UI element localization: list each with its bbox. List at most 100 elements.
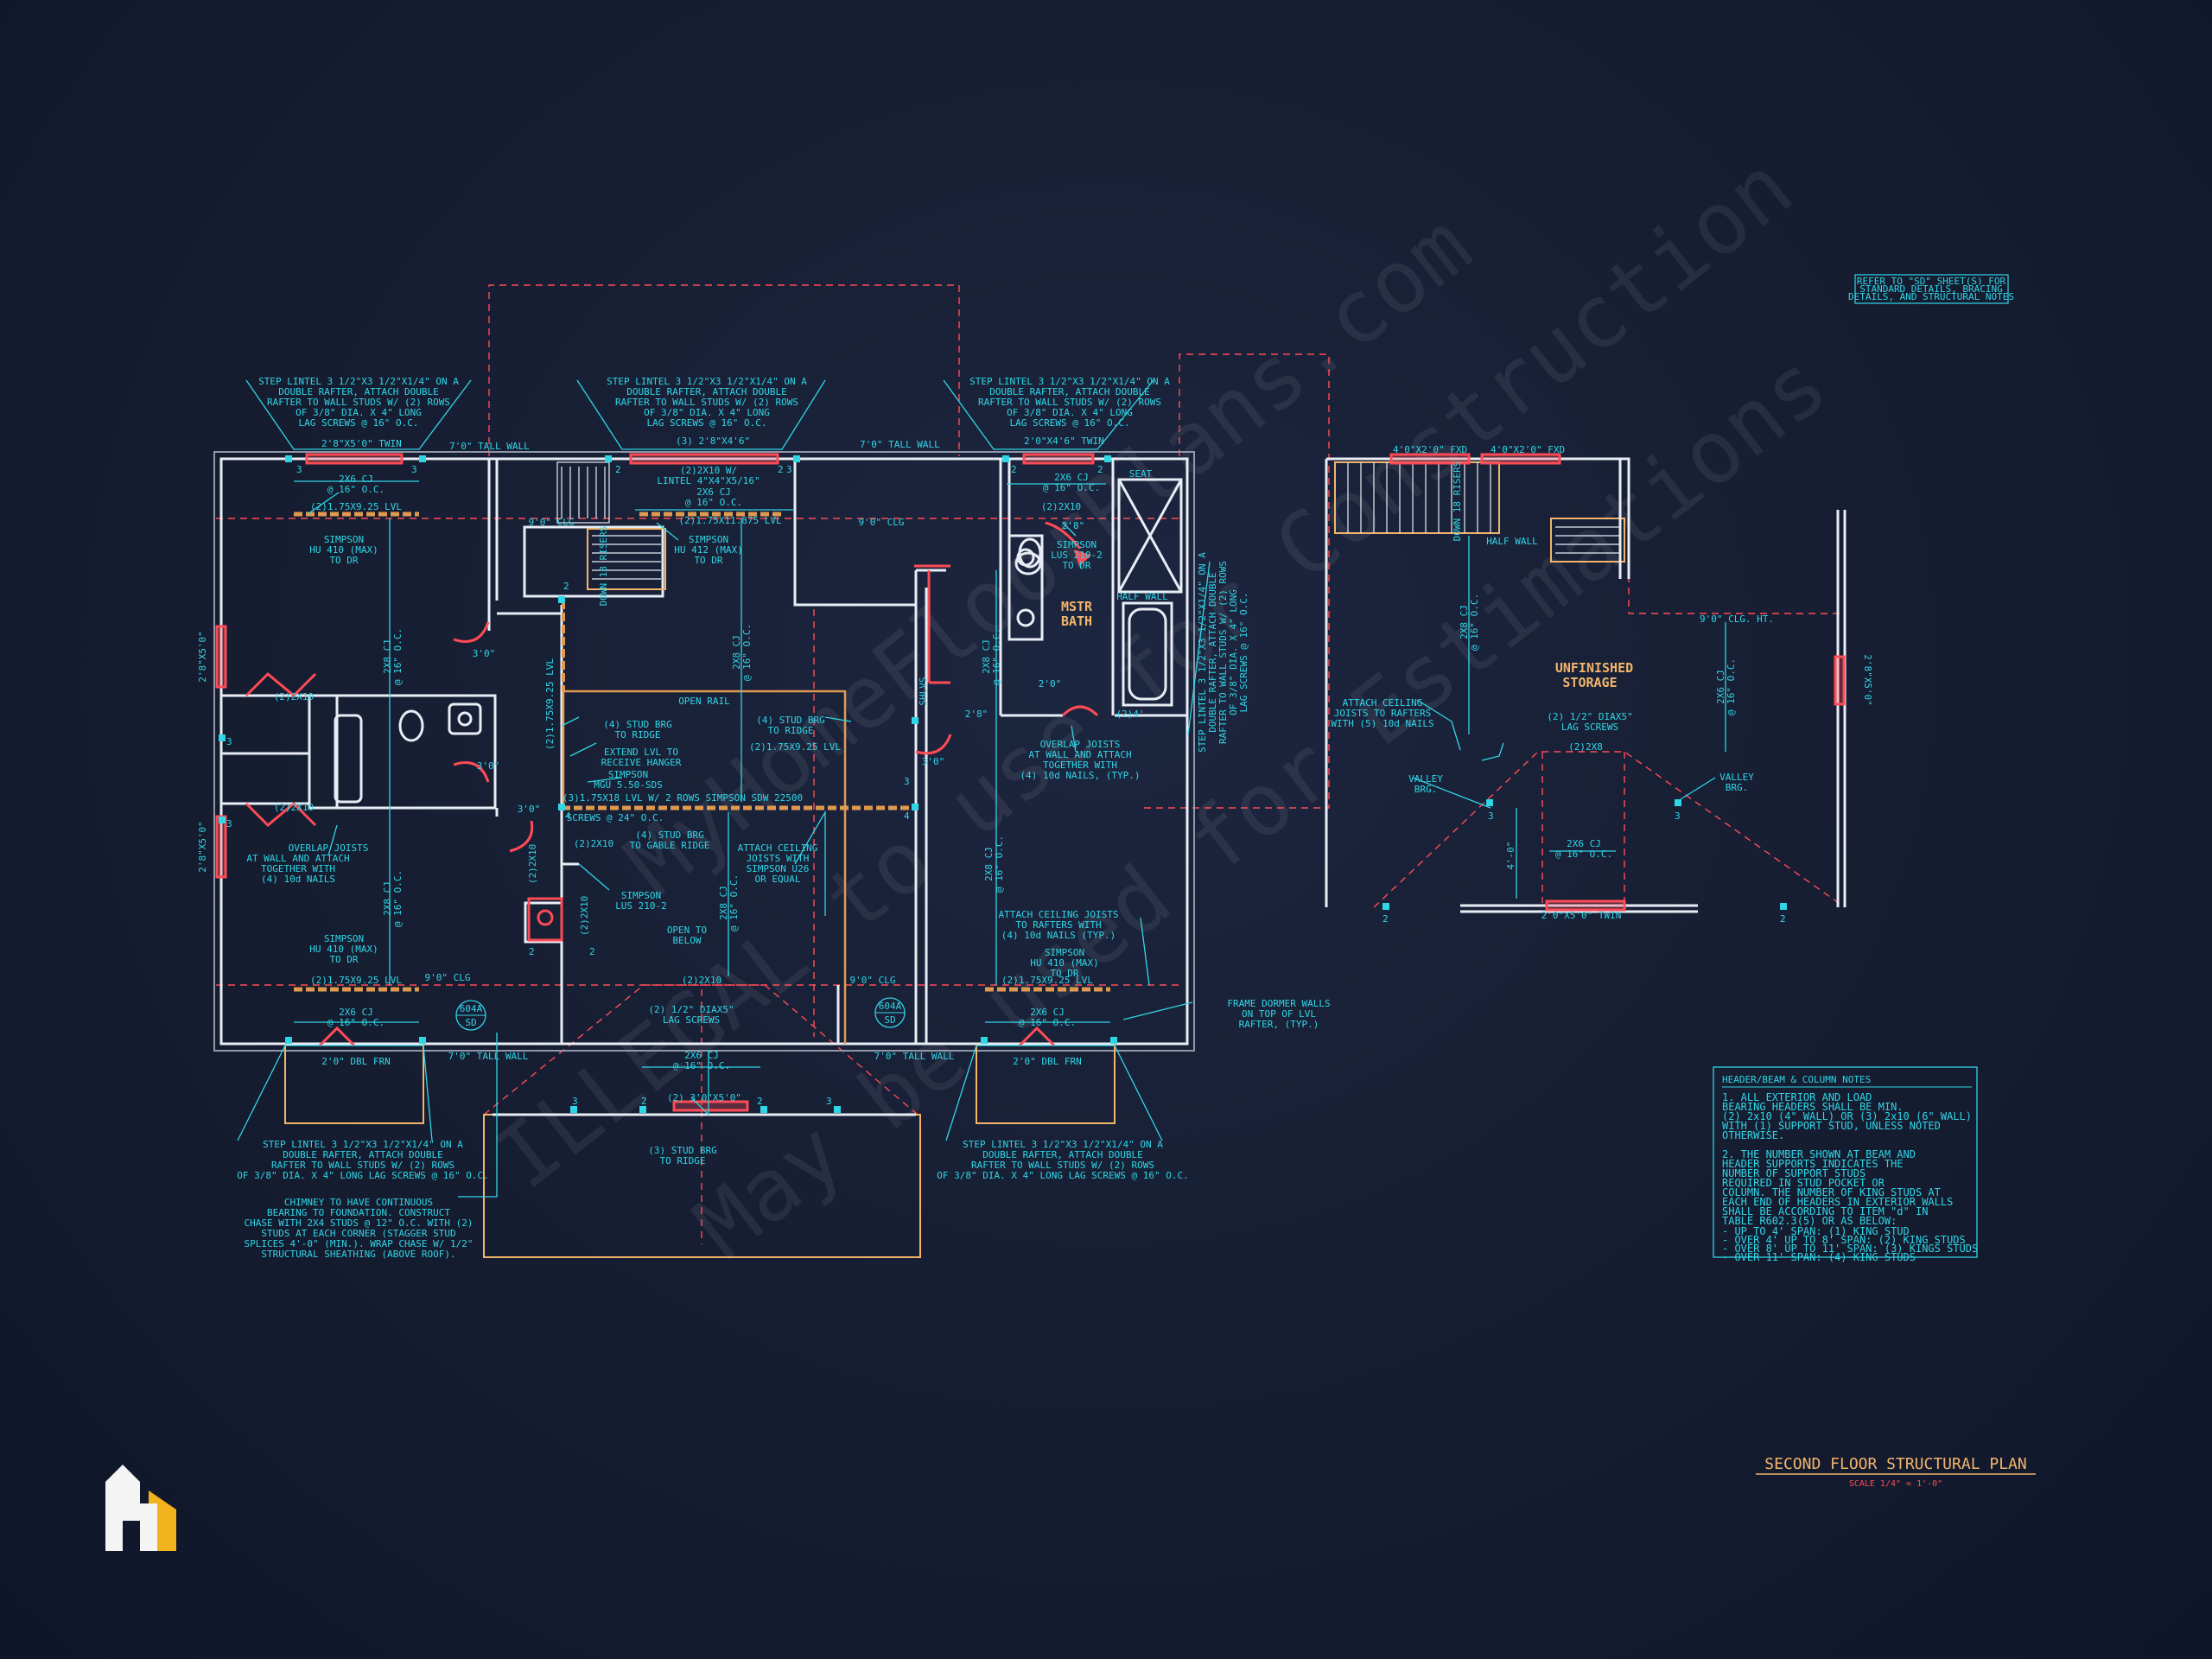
svg-text:(2)1.75X9.25 LVL: (2)1.75X9.25 LVL [1001,975,1093,986]
svg-text:WITH (5) 10d NAILS: WITH (5) 10d NAILS [1331,718,1433,729]
svg-text:@ 16" O.C.: @ 16" O.C. [1043,482,1100,493]
house-logo-icon [105,1465,176,1551]
svg-text:(3)1.75X18 LVL W/ 2 ROWS SIMPS: (3)1.75X18 LVL W/ 2 ROWS SIMPSON SDW 225… [563,792,803,804]
svg-text:STEP LINTEL 3 1/2"X3 1/2"X1/4": STEP LINTEL 3 1/2"X3 1/2"X1/4" ON A [258,376,459,387]
svg-text:AT WALL AND ATTACH: AT WALL AND ATTACH [1028,749,1131,760]
svg-text:(2)1.75X11.875 LVL: (2)1.75X11.875 LVL [678,515,782,526]
header-3-label: (3) 2'8"X4'6" [676,435,750,447]
svg-text:- OVER 4' UP TO 8' SPAN: (2) K: - OVER 4' UP TO 8' SPAN: (2) KING STUDS [1722,1234,1966,1246]
svg-text:SPLICES 4'-0" (MIN.). WRAP CHA: SPLICES 4'-0" (MIN.). WRAP CHASE W/ 1/2" [245,1238,474,1249]
svg-text:HALF WALL: HALF WALL [1116,591,1168,602]
svg-text:OVERLAP JOISTS: OVERLAP JOISTS [1040,739,1121,750]
d2210-vert-b: (2)2X10 [579,896,590,936]
svg-text:(2)1.75X9.25 LVL: (2)1.75X9.25 LVL [749,741,841,753]
svg-text:LUS 210-2: LUS 210-2 [1051,550,1103,561]
svg-text:TO DR: TO DR [1062,560,1090,571]
svg-text:FRAME DORMER WALLS: FRAME DORMER WALLS [1227,998,1330,1009]
svg-text:LINTEL 4"X4"X5/16": LINTEL 4"X4"X5/16" [657,475,760,486]
svg-text:BRG.: BRG. [1414,784,1438,795]
plan-title-block: SECOND FLOOR STRUCTURAL PLAN SCALE 1/4" … [1756,1455,2036,1489]
svg-text:STEP LINTEL 3 1/2"X3 1/2"X1/4": STEP LINTEL 3 1/2"X3 1/2"X1/4" ON A [963,1139,1163,1150]
shelves-label: SHLVS [918,677,929,705]
svg-text:CHASE WITH 2X4 STUDS @ 12" O.C: CHASE WITH 2X4 STUDS @ 12" O.C. WITH (2) [245,1217,474,1229]
svg-text:WITH (1) SUPPORT STUD, UNLESS: WITH (1) SUPPORT STUD, UNLESS NOTED [1722,1120,1941,1132]
svg-text:SIMPSON: SIMPSON [324,933,364,944]
cj-2x8-left-top: 2X8 CJ [382,639,393,674]
lintel-callout-bottom-right: STEP LINTEL 3 1/2"X3 1/2"X1/4" ON A DOUB… [937,1139,1188,1181]
svg-text:STRUCTURAL SHEATHING (ABOVE RO: STRUCTURAL SHEATHING (ABOVE ROOF). [261,1249,455,1260]
svg-text:2'0": 2'0" [1039,678,1062,690]
svg-text:(2)2X10: (2)2X10 [574,838,613,849]
tall-wall-center-label: 7'0" TALL WALL [860,439,940,450]
svg-text:@ 16" O.C.: @ 16" O.C. [327,1017,385,1028]
svg-text:2: 2 [563,581,569,592]
lintel-callout-top-center: STEP LINTEL 3 1/2"X3 1/2"X1/4" ON A DOUB… [607,376,807,429]
svg-text:OR EQUAL: OR EQUAL [755,874,801,885]
svg-text:(2)2X10 W/: (2)2X10 W/ [680,465,737,476]
svg-text:7'0" TALL WALL: 7'0" TALL WALL [874,1051,955,1062]
cj-oc-center-top: @ 16" O.C. [741,624,753,681]
d2210-vert-a: (2)2X10 [527,844,538,884]
svg-text:(4) 10d NAILS, (TYP.): (4) 10d NAILS, (TYP.) [1020,770,1140,781]
svg-text:LAG SCREWS @ 16" O.C.: LAG SCREWS @ 16" O.C. [1009,417,1129,429]
svg-text:TO RAFTERS WITH: TO RAFTERS WITH [1015,919,1101,931]
svg-text:OF 3/8" DIA. X 4" LONG: OF 3/8" DIA. X 4" LONG [1007,407,1133,418]
svg-text:LAG SCREWS @ 16" O.C.: LAG SCREWS @ 16" O.C. [1238,592,1249,712]
cj-2x8-storage: 2X8 CJ [1459,605,1470,639]
svg-text:SIMPSON: SIMPSON [689,534,728,545]
svg-text:RAFTER TO WALL STUDS W/ (2) RO: RAFTER TO WALL STUDS W/ (2) ROWS [271,1160,454,1171]
svg-text:TO DR: TO DR [329,555,358,566]
svg-text:9'0" CLG: 9'0" CLG [425,972,471,983]
svg-text:DOUBLE RAFTER, ATTACH DOUBLE: DOUBLE RAFTER, ATTACH DOUBLE [626,386,786,397]
svg-text:TO GABLE RIDGE: TO GABLE RIDGE [630,840,710,851]
section-tags: 604A SD 604A SD [455,997,906,1031]
cj-oc-right-top: @ 16" O.C. [991,628,1002,685]
svg-text:STANDARD DETAILS, BRACING: STANDARD DETAILS, BRACING [1859,283,2003,295]
svg-text:NUMBER OF SUPPORT STUDS: NUMBER OF SUPPORT STUDS [1722,1167,1866,1179]
svg-text:DOUBLE RAFTER, ATTACH DOUBLE: DOUBLE RAFTER, ATTACH DOUBLE [982,1149,1142,1160]
svg-text:RECEIVE HANGER: RECEIVE HANGER [601,757,682,768]
svg-text:OF 3/8" DIA. X 4" LONG: OF 3/8" DIA. X 4" LONG [1228,589,1239,715]
svg-text:AT WALL AND ATTACH: AT WALL AND ATTACH [246,853,349,864]
svg-text:HU 410 (MAX): HU 410 (MAX) [1030,957,1098,969]
svg-text:LUS 210-2: LUS 210-2 [615,900,667,912]
svg-text:2: 2 [589,946,595,957]
svg-text:- UP TO 4' SPAN: (1) KING STUD: - UP TO 4' SPAN: (1) KING STUD [1722,1225,1910,1237]
svg-text:DOUBLE RAFTER, ATTACH DOUBLE: DOUBLE RAFTER, ATTACH DOUBLE [283,1149,442,1160]
svg-text:2: 2 [1011,464,1017,475]
svg-text:3: 3 [1675,810,1681,822]
svg-text:STEP LINTEL 3 1/2"X3 1/2"X1/4": STEP LINTEL 3 1/2"X3 1/2"X1/4" ON A [1197,552,1208,753]
svg-text:STUDS AT EACH CORNER (STAGGER: STUDS AT EACH CORNER (STAGGER STUD [261,1228,455,1239]
svg-text:(2)4': (2)4' [1116,709,1144,720]
lvl-vertical-label: (2)1.75X9.25 LVL [544,658,556,750]
svg-text:ATTACH CEILING: ATTACH CEILING [1343,697,1423,709]
svg-text:2: 2 [641,1096,647,1107]
svg-text:3'0": 3'0" [922,756,945,767]
svg-text:SHALL BE ACCORDING TO ITEM "d": SHALL BE ACCORDING TO ITEM "d" IN [1722,1205,1928,1217]
svg-text:(2)1.75X9.25 LVL: (2)1.75X9.25 LVL [310,501,402,512]
svg-text:JOISTS WITH: JOISTS WITH [747,853,810,864]
right-wing-labels: 2X6 CJ @ 16" O.C. SEAT (2)2X10 2'8" SIMP… [965,468,1331,1067]
svg-text:2. THE NUMBER SHOWN AT BEAM AN: 2. THE NUMBER SHOWN AT BEAM AND [1722,1148,1916,1160]
svg-text:SEAT: SEAT [1129,468,1153,480]
chimney-callout: CHIMNEY TO HAVE CONTINUOUS BEARING TO FO… [245,1197,474,1260]
cj-2x8-right-bottom: 2X8 CJ [983,847,995,881]
svg-text:TO DR: TO DR [1050,968,1078,979]
svg-text:2'0"X5'0" TWIN: 2'0"X5'0" TWIN [1541,910,1622,921]
house-walls [213,451,1195,1258]
svg-text:TO RIDGE: TO RIDGE [660,1155,706,1166]
svg-text:SIMPSON: SIMPSON [324,534,364,545]
svg-text:2X6 CJ: 2X6 CJ [339,474,373,485]
svg-text:VALLEY: VALLEY [1408,773,1443,785]
svg-text:REFER TO "SD" SHEET(S) FOR: REFER TO "SD" SHEET(S) FOR [1857,276,2006,287]
svg-text:2: 2 [1780,913,1786,925]
svg-text:LAG SCREWS: LAG SCREWS [1561,721,1618,733]
win-left-a-label: 2'8"X5'0" [197,631,208,683]
svg-text:DOUBLE RAFTER, ATTACH DOUBLE: DOUBLE RAFTER, ATTACH DOUBLE [1207,572,1218,732]
svg-text:3: 3 [786,464,792,475]
mstr-bath-label-1: MSTR [1061,599,1093,614]
beams [294,512,1110,992]
plan-title: SECOND FLOOR STRUCTURAL PLAN [1764,1455,2026,1473]
down-risers-label: DOWN 18 RISERS [598,526,609,607]
svg-text:EXTEND LVL TO: EXTEND LVL TO [604,747,678,758]
